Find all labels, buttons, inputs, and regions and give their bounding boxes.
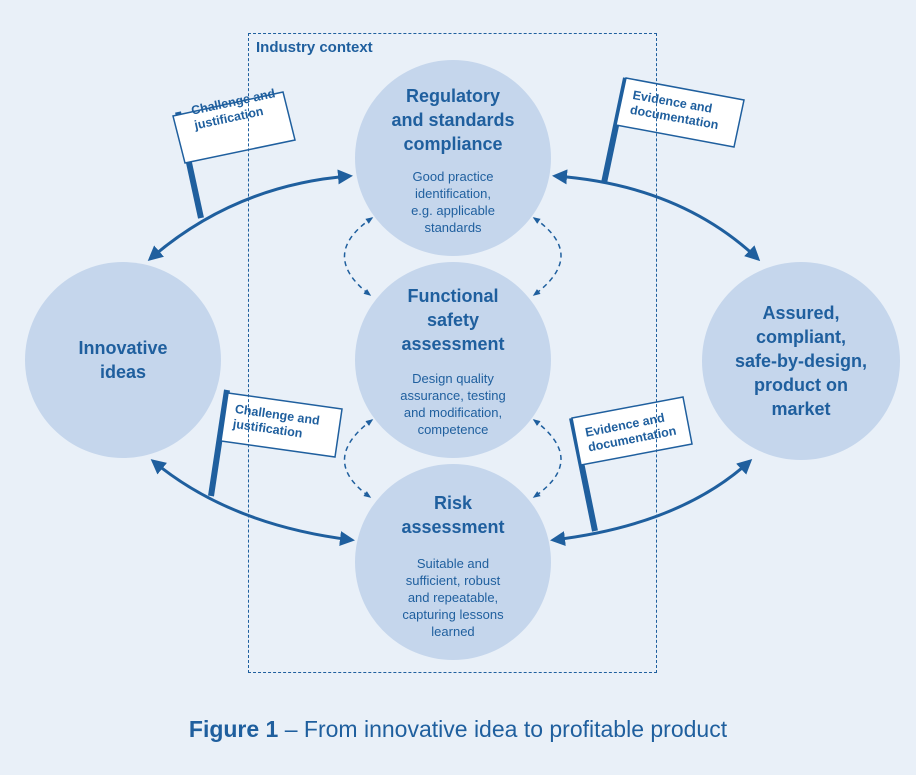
arrow-risk-assured xyxy=(550,458,753,547)
figure-caption: Figure 1 – From innovative idea to profi… xyxy=(0,716,916,743)
industry-context-box xyxy=(248,33,657,673)
industry-context-label: Industry context xyxy=(256,39,373,56)
caption-text: – From innovative idea to profitable pro… xyxy=(278,716,728,742)
arrow-innovative-risk xyxy=(150,459,355,546)
dashed-arrow-right-lower xyxy=(532,419,562,498)
assured-title: Assured, compliant, safe-by-design, prod… xyxy=(734,303,868,419)
risk-title: Risk assessment xyxy=(401,492,505,537)
assured-product-circle: Assured, compliant, safe-by-design, prod… xyxy=(702,262,900,460)
regulatory-body: Good practice identification, e.g. appli… xyxy=(411,169,495,235)
functional-title: Functional safety assessment xyxy=(401,286,505,354)
flag-bottom-right xyxy=(569,396,693,532)
regulatory-compliance-circle: Regulatory and standards compliance Good… xyxy=(355,60,551,256)
caption-figure-number: Figure 1 xyxy=(188,716,279,742)
innovative-title: Innovative ideas xyxy=(78,338,168,382)
regulatory-title: Regulatory and standards compliance xyxy=(391,86,515,154)
risk-assessment-circle: Risk assessment Suitable and sufficient,… xyxy=(355,464,551,660)
arrow-regulatory-assured xyxy=(552,169,761,262)
dashed-arrow-left-upper xyxy=(343,217,374,296)
flag-top-left xyxy=(172,91,296,219)
flag-bottom-left xyxy=(208,389,343,497)
functional-body: Design quality assurance, testing and mo… xyxy=(400,371,506,437)
functional-safety-circle: Functional safety assessment Design qual… xyxy=(355,262,551,458)
dashed-arrow-right-upper xyxy=(532,217,562,296)
flag-top-right xyxy=(601,77,745,184)
innovative-ideas-circle: Innovative ideas xyxy=(25,262,221,458)
risk-body: Suitable and sufficient, robust and repe… xyxy=(402,555,504,639)
dashed-arrow-left-lower xyxy=(343,419,374,498)
arrow-innovative-regulatory xyxy=(147,169,353,261)
